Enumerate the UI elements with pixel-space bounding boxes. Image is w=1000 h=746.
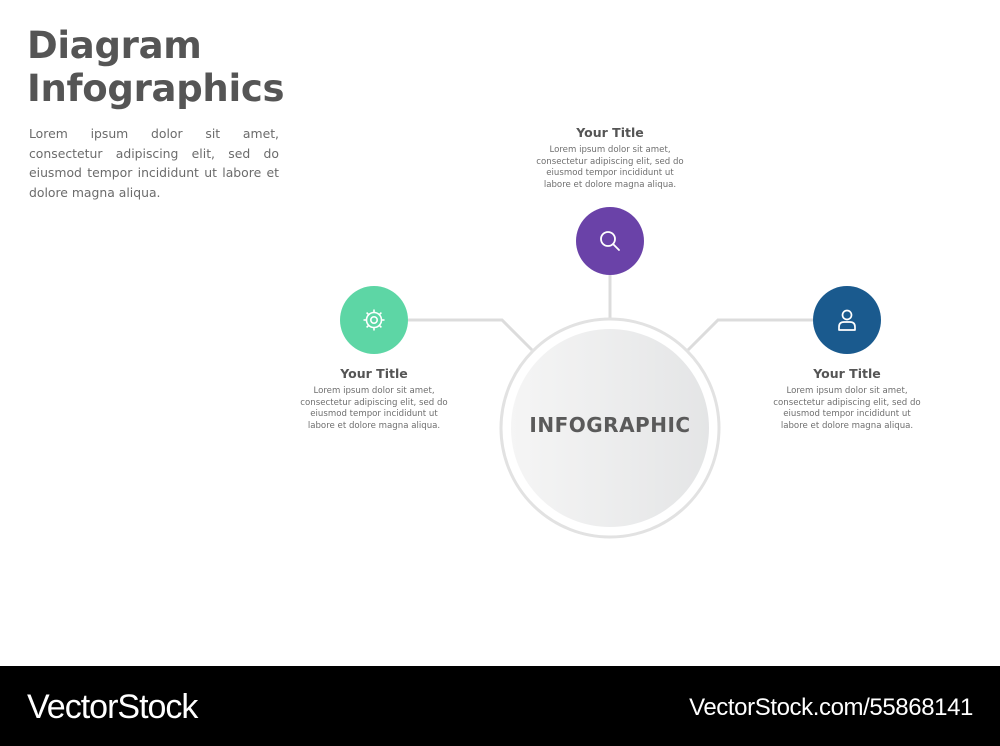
item-right: Your Title Lorem ipsum dolor sit amet, c… xyxy=(757,366,937,432)
node-top-circle xyxy=(576,207,644,275)
item-right-desc-line: labore et dolore magna aliqua. xyxy=(780,420,914,431)
item-right-desc-line: Lorem ipsum dolor sit amet, xyxy=(786,386,908,396)
item-top-title: Your Title xyxy=(576,125,644,140)
item-left: Your Title Lorem ipsum dolor sit amet, c… xyxy=(284,366,464,432)
item-right-title: Your Title xyxy=(813,366,881,381)
diagram-graphic xyxy=(340,207,881,539)
brand-logo: VectorStock xyxy=(27,688,198,726)
item-right-desc-line: consectetur adipiscing elit, sed do xyxy=(773,397,921,408)
item-top-desc-line: labore et dolore magna aliqua. xyxy=(543,179,677,190)
page-title-line-2: Infographics xyxy=(27,67,285,110)
footer-bar: VectorStock VectorStock.com/55868141 xyxy=(0,666,1000,746)
page-title: Diagram Infographics xyxy=(27,24,285,110)
gear-icon xyxy=(363,309,385,331)
search-icon xyxy=(600,231,620,251)
item-right-desc-line: eiusmod tempor incididunt ut xyxy=(783,409,911,419)
item-top-desc-line: eiusmod tempor incididunt ut xyxy=(546,168,674,178)
intro-paragraph: Lorem ipsum dolor sit amet, consectetur … xyxy=(29,126,279,200)
node-left-circle xyxy=(340,286,408,354)
item-left-desc-line: eiusmod tempor incididunt ut xyxy=(310,409,438,419)
image-url: VectorStock.com/55868141 xyxy=(689,694,973,721)
center-circle xyxy=(511,329,709,527)
item-top-desc-line: consectetur adipiscing elit, sed do xyxy=(536,156,684,167)
item-left-desc-line: consectetur adipiscing elit, sed do xyxy=(300,397,448,408)
connector-left xyxy=(408,318,534,352)
item-top-desc-line: Lorem ipsum dolor sit amet, xyxy=(549,145,671,155)
user-icon xyxy=(838,309,856,331)
item-right-description: Lorem ipsum dolor sit amet, consectetur … xyxy=(767,386,927,432)
page-title-line-1: Diagram xyxy=(27,24,202,67)
item-top-description: Lorem ipsum dolor sit amet, consectetur … xyxy=(530,145,690,191)
item-left-description: Lorem ipsum dolor sit amet, consectetur … xyxy=(294,386,454,432)
connector-right xyxy=(686,318,813,352)
item-left-desc-line: labore et dolore magna aliqua. xyxy=(307,420,441,431)
item-top: Your Title Lorem ipsum dolor sit amet, c… xyxy=(520,125,700,191)
item-left-desc-line: Lorem ipsum dolor sit amet, xyxy=(313,386,435,396)
center-label: INFOGRAPHIC xyxy=(529,413,691,437)
item-left-title: Your Title xyxy=(340,366,408,381)
